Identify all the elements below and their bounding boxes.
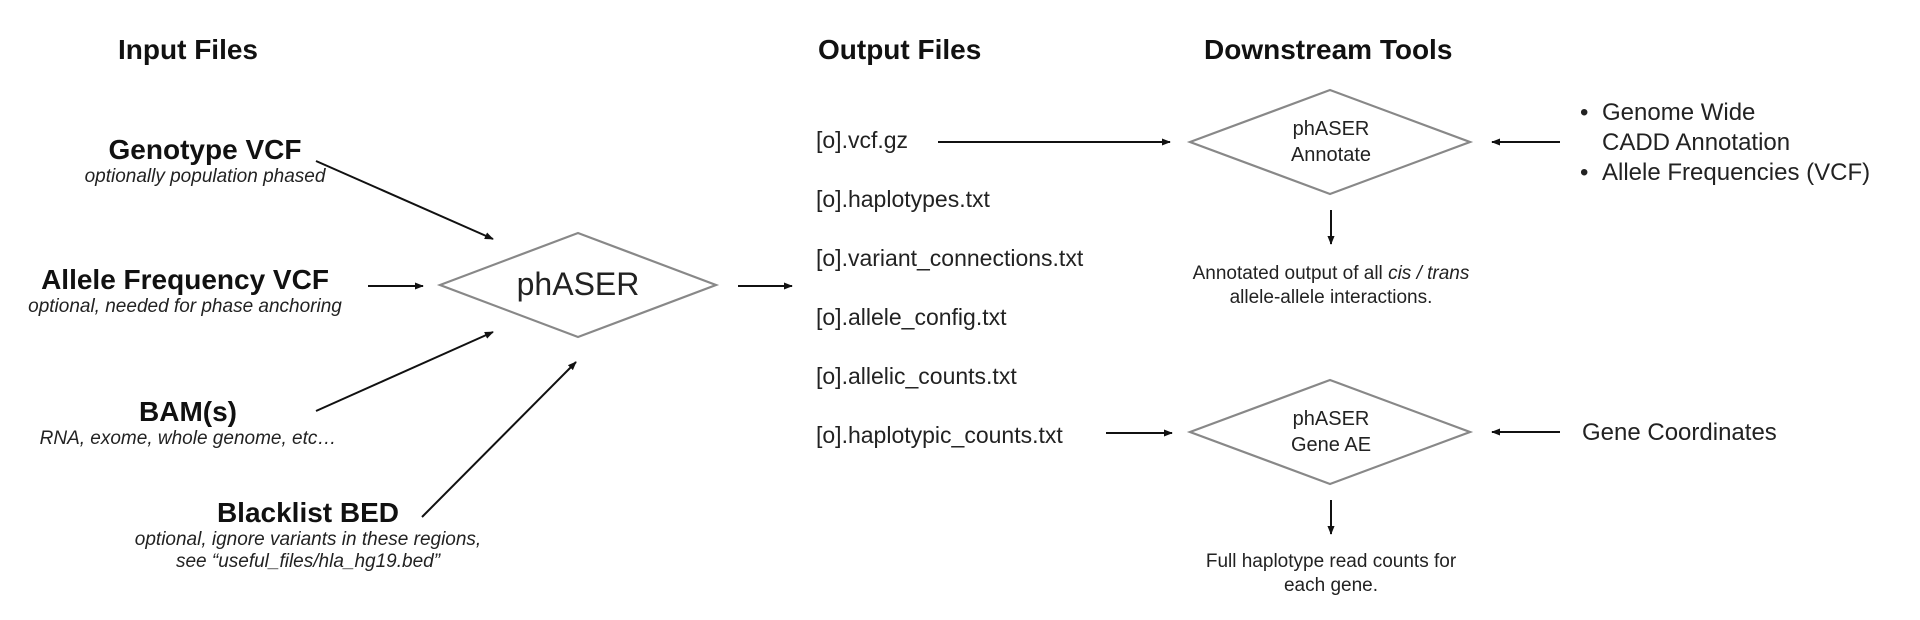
annotate-label-line1: phASER	[1292, 118, 1370, 140]
annotate-input-item: Genome Wide	[1580, 98, 1870, 128]
input-subtitle: optionally population phased	[84, 166, 326, 187]
input-genotype-vcf: Genotype VCF optionally population phase…	[25, 134, 385, 188]
input-files-header: Input Files	[118, 34, 258, 65]
output-file-haplotypic-counts: [o].haplotypic_counts.txt	[816, 422, 1063, 448]
downstream-tools-header: Downstream Tools	[1204, 34, 1453, 65]
gene-ae-label-line1: phASER	[1292, 408, 1370, 430]
gene-ae-note-line1: Full haplotype read counts for	[1205, 551, 1457, 572]
input-allele-frequency-vcf: Allele Frequency VCF optional, needed fo…	[5, 264, 365, 318]
gene-ae-diamond	[1186, 378, 1474, 486]
input-subtitle-line2: see “useful_files/hla_hg19.bed”	[175, 551, 441, 572]
output-file-variant-connections: [o].variant_connections.txt	[816, 245, 1084, 271]
input-title: Allele Frequency VCF	[41, 264, 329, 295]
annotate-note-pre: Annotated output of all	[1192, 263, 1389, 284]
arrow-bam-to-phaser	[315, 331, 494, 412]
gene-ae-note-line2: each gene.	[1283, 575, 1379, 596]
gene-coordinates-label: Gene Coordinates	[1582, 419, 1777, 446]
annotate-input-item: Allele Frequencies (VCF)	[1580, 158, 1870, 188]
output-file-vcf-gz: [o].vcf.gz	[816, 127, 909, 153]
input-subtitle: RNA, exome, whole genome, etc…	[39, 428, 337, 449]
output-files-header: Output Files	[818, 34, 982, 65]
gene-ae-label-line2: Gene AE	[1290, 434, 1372, 456]
output-file-allele-config: [o].allele_config.txt	[816, 304, 1007, 330]
input-bams: BAM(s) RNA, exome, whole genome, etc…	[8, 396, 368, 450]
annotate-label: phASER Annotate	[1231, 116, 1431, 168]
annotate-note-post: allele-allele interactions.	[1229, 287, 1433, 308]
annotate-input-item-continued: CADD Annotation	[1602, 129, 1791, 156]
gene-ae-label: phASER Gene AE	[1231, 406, 1431, 458]
gene-ae-output-note: Full haplotype read counts for each gene…	[1150, 550, 1512, 598]
phaser-diamond	[436, 231, 720, 339]
annotate-label-line2: Annotate	[1290, 144, 1372, 166]
annotate-note-em: cis / trans	[1388, 263, 1470, 284]
input-title: BAM(s)	[139, 396, 237, 427]
input-title: Blacklist BED	[216, 497, 400, 528]
output-file-haplotypes: [o].haplotypes.txt	[816, 186, 990, 212]
arrow-blacklist-to-phaser	[421, 361, 577, 518]
input-blacklist-bed: Blacklist BED optional, ignore variants …	[98, 497, 518, 573]
annotate-output-note: Annotated output of all cis / trans alle…	[1150, 262, 1512, 310]
phaser-label: phASER	[516, 266, 640, 302]
input-title: Genotype VCF	[108, 134, 302, 165]
annotate-inputs-list: Genome Wide CADD Annotation Allele Frequ…	[1580, 98, 1870, 188]
input-subtitle-line1: optional, ignore variants in these regio…	[134, 529, 482, 550]
output-file-allelic-counts: [o].allelic_counts.txt	[816, 363, 1017, 389]
input-subtitle: optional, needed for phase anchoring	[28, 296, 342, 317]
arrow-genotype-to-phaser	[315, 160, 494, 240]
annotate-diamond	[1186, 88, 1474, 196]
